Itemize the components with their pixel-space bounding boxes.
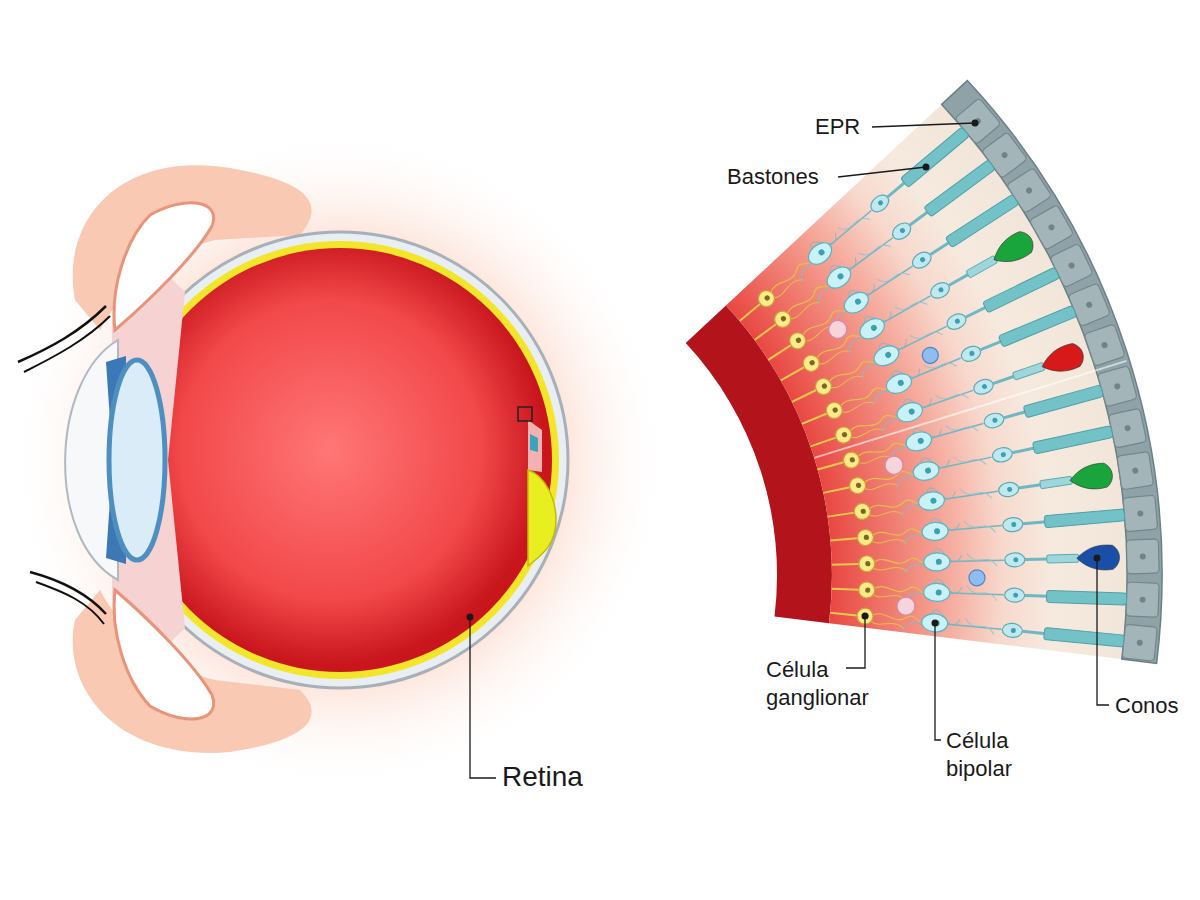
leader-dot xyxy=(467,614,474,621)
leader-line xyxy=(470,617,496,778)
eyelash xyxy=(24,316,110,372)
cone xyxy=(1038,341,1087,379)
eyelash xyxy=(18,306,106,362)
leader-dot xyxy=(1094,555,1101,562)
leader-lines xyxy=(470,123,1109,778)
leader-line xyxy=(838,167,926,177)
vitreous xyxy=(128,248,552,672)
leader-dot xyxy=(923,164,930,171)
amacrine-cell xyxy=(896,597,915,616)
optic-nerve xyxy=(528,470,556,566)
cone xyxy=(1068,462,1114,493)
amacrine-cell xyxy=(883,454,905,476)
leader-line xyxy=(872,123,975,127)
leader-line xyxy=(846,616,865,668)
horizontal-cell xyxy=(920,345,941,366)
part-label: Célula ganglionar xyxy=(766,656,894,712)
part-label: EPR xyxy=(815,113,860,141)
leader-dot xyxy=(972,120,979,127)
rod xyxy=(795,283,1110,440)
zoom-box xyxy=(518,407,532,421)
leader-dots xyxy=(467,120,1101,627)
sclera xyxy=(112,232,568,688)
part-label: Retina xyxy=(502,760,583,794)
leader-line xyxy=(1097,558,1109,705)
retina-section xyxy=(686,81,1162,664)
eyelash xyxy=(36,582,104,624)
part-label: Conos xyxy=(1115,692,1179,720)
cone xyxy=(831,539,1159,582)
retina-tissue xyxy=(726,84,1157,663)
glow xyxy=(10,130,670,790)
amacrine-cell xyxy=(825,317,850,342)
rod xyxy=(820,408,1147,509)
rod xyxy=(831,572,1159,617)
part-label: Bastones xyxy=(727,163,819,191)
rod xyxy=(829,596,1158,661)
leader-dot xyxy=(862,613,869,620)
rod xyxy=(785,243,1094,417)
horizontal-cell xyxy=(969,570,985,586)
lens xyxy=(109,360,165,560)
retina-layer xyxy=(121,241,559,679)
lid-edge xyxy=(114,203,214,330)
lid-edge xyxy=(114,590,214,719)
section-cut xyxy=(814,361,1126,458)
leader-line xyxy=(935,623,941,740)
cone xyxy=(1076,545,1119,571)
part-label: Célula bipolar xyxy=(946,727,1046,783)
leader-dot xyxy=(932,620,939,627)
eyelash xyxy=(30,572,106,614)
optic-disc xyxy=(530,434,538,452)
cone xyxy=(988,228,1038,271)
optic-disc xyxy=(528,420,542,472)
